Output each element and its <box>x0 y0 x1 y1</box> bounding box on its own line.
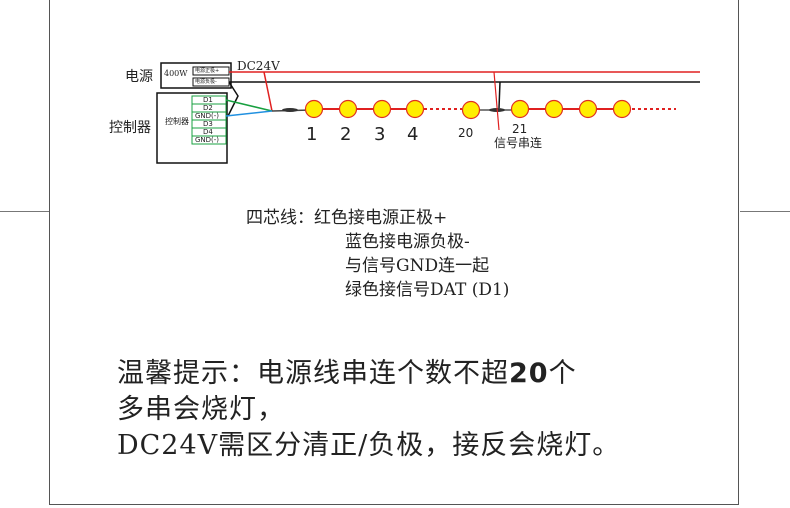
wiring-note-line-1: 红色接电源正极+ <box>314 208 448 228</box>
power-pos-label: 电源正极+ <box>195 68 220 74</box>
wiring-note: 四芯线：红色接电源正极+ 蓝色接电源负极- 与信号GND连一起 绿色接信号DAT… <box>246 206 509 302</box>
green-data-wire <box>225 99 273 112</box>
pos-drop-wire <box>263 71 273 112</box>
voltage-label: DC24V <box>237 59 280 73</box>
tip-line-2: 多串会烧灯， <box>117 394 285 425</box>
led-number-21: 21 <box>512 122 528 136</box>
wiring-note-line-2: 蓝色接电源负极- <box>345 232 470 252</box>
controller-label: 控制器 <box>109 120 151 136</box>
terminal-d1: D1 <box>203 96 213 104</box>
connector <box>282 108 298 112</box>
led-number-4: 4 <box>407 124 419 145</box>
led-3 <box>372 99 392 119</box>
led-2 <box>338 99 358 119</box>
divider-left <box>0 211 49 212</box>
frame <box>49 0 739 505</box>
divider-right <box>740 211 790 212</box>
blue-gnd-wire <box>225 110 273 117</box>
wiring-note-line-3: 与信号GND连一起 <box>345 256 490 276</box>
led-22 <box>544 99 564 119</box>
wiring-note-title: 四芯线： <box>246 208 314 228</box>
terminal-gnd-1: GND(-) <box>195 112 220 120</box>
led-23 <box>578 99 598 119</box>
wiring-note-line-4: 绿色接信号DAT (D1) <box>345 280 510 300</box>
power-watt: 400W <box>164 69 188 78</box>
terminal-d2: D2 <box>203 104 213 112</box>
led-1 <box>304 99 324 119</box>
warning-tip: 温馨提示：电源线串连个数不超20个 多串会烧灯， DC24V需区分清正/负极，接… <box>117 356 620 464</box>
led-24 <box>612 99 632 119</box>
signal-label: 信号串连 <box>494 136 543 150</box>
led-number-3: 3 <box>374 124 386 145</box>
led-4 <box>405 99 425 119</box>
neg-to-gnd-wire <box>227 81 239 117</box>
power-neg-label: 电源负极- <box>195 79 217 85</box>
tip-limit-number: 20 <box>509 358 549 389</box>
controller-inner-label: 控制器 <box>165 117 189 126</box>
terminal-block <box>191 95 227 145</box>
tip-line-1-suffix: 个 <box>548 358 577 389</box>
tip-line-3: DC24V需区分清正/负极，接反会烧灯。 <box>117 430 621 461</box>
led-number-1: 1 <box>306 124 318 145</box>
terminal-d4: D4 <box>203 128 213 136</box>
led-number-2: 2 <box>340 124 352 145</box>
power-label: 电源 <box>125 69 153 85</box>
led-20 <box>461 100 481 120</box>
terminal-d3: D3 <box>203 120 213 128</box>
terminal-gnd-2: GND(-) <box>195 136 220 144</box>
tip-line-1: 温馨提示：电源线串连个数不超 <box>117 358 509 389</box>
power-pos-terminal <box>192 66 230 76</box>
led-number-20: 20 <box>458 126 474 140</box>
led-21 <box>510 99 530 119</box>
